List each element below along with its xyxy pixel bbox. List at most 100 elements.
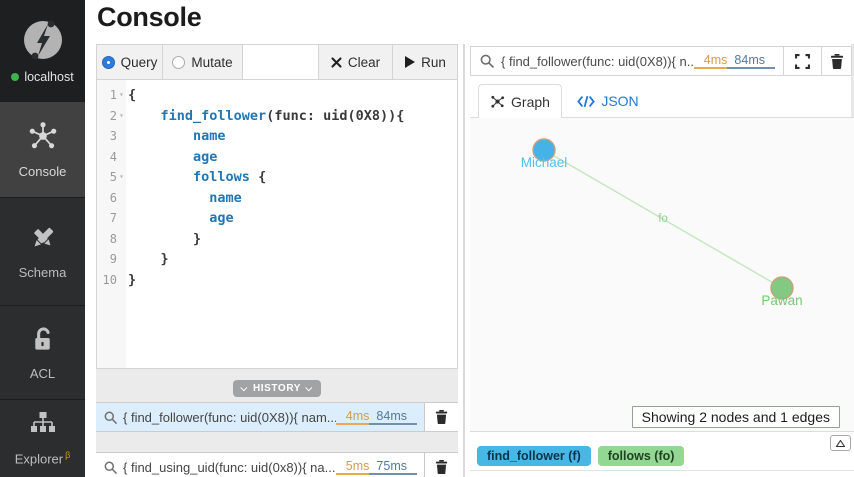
sidebar-logo-block[interactable]: localhost	[0, 0, 85, 102]
query-editor[interactable]: 1▾{2▾ find_follower(func: uid(0X8)){3 na…	[96, 80, 458, 369]
run-button[interactable]: Run	[393, 45, 457, 79]
mutate-mode-radio[interactable]: Mutate	[163, 45, 243, 79]
search-icon	[104, 411, 117, 424]
sidebar-item-label: Console	[18, 163, 67, 179]
server-latency: 5ms	[335, 459, 370, 475]
graph-node-pawan[interactable]	[770, 276, 794, 300]
line-number: 10	[102, 272, 117, 287]
sidebar-item-schema[interactable]: Schema	[0, 198, 85, 306]
line-number: 1	[109, 88, 117, 102]
editor-line: 7 age	[97, 208, 457, 229]
history-query-text: { find_using_uid(func: uid(0x8)){ na...	[123, 459, 336, 475]
code-text: age	[209, 210, 234, 226]
legend-badge[interactable]: find_follower (f)	[477, 446, 591, 466]
code-text: find_follower(func: uid(0X8)){	[160, 107, 405, 124]
toolbar-separator	[821, 47, 822, 75]
history-item[interactable]: { find_follower(func: uid(0X8)){ nam...4…	[96, 402, 458, 432]
trash-icon	[830, 53, 843, 69]
clear-x-icon	[331, 56, 342, 68]
total-latency: 84ms	[369, 409, 417, 425]
result-footer: find_follower (f) follows (fo)	[470, 431, 854, 477]
tab-json[interactable]: JSON	[566, 84, 650, 118]
edge-label: fo	[658, 213, 668, 225]
history-item[interactable]: { find_using_uid(func: uid(0x8)){ na...5…	[96, 452, 458, 477]
code-text: name	[209, 189, 242, 206]
run-label: Run	[421, 54, 446, 70]
editor-line: 10}	[97, 270, 457, 291]
connection-host-label: localhost	[24, 70, 74, 84]
fold-arrow-icon[interactable]: ▾	[119, 110, 124, 120]
sidebar-item-label: ACL	[29, 365, 56, 381]
sidebar-item-console[interactable]: Console	[0, 102, 85, 198]
graph-edge	[543, 149, 783, 289]
code-text: name	[193, 128, 226, 144]
clear-result-button[interactable]	[822, 47, 851, 75]
graph-status: Showing 2 nodes and 1 edges	[631, 406, 840, 428]
radio-unselected-icon	[172, 55, 186, 69]
editor-line: 2▾ find_follower(func: uid(0X8)){	[97, 106, 457, 127]
code-text: }	[128, 251, 169, 267]
footer-divider	[470, 470, 854, 471]
clear-button[interactable]: Clear	[319, 45, 393, 79]
toolbar-separator	[783, 47, 784, 75]
node-label: Michael	[521, 155, 568, 170]
panel-divider[interactable]	[463, 44, 465, 477]
server-latency: 4ms	[335, 409, 370, 425]
acl-lock-icon	[29, 325, 56, 358]
schema-pencils-icon	[29, 224, 57, 257]
line-number: 8	[109, 231, 117, 246]
code-json-icon	[577, 95, 596, 107]
query-toolbar: Query Mutate Clear Run	[96, 44, 458, 80]
chevron-down-icon	[305, 384, 313, 392]
search-icon	[480, 54, 494, 68]
server-latency: 4ms	[693, 53, 728, 69]
code-text: age	[193, 148, 218, 165]
line-number: 2	[109, 108, 117, 123]
sidebar-item-acl[interactable]: ACL	[0, 306, 85, 400]
run-play-icon	[405, 56, 416, 68]
code-text: }	[128, 271, 137, 288]
query-mode-radio[interactable]: Query	[97, 45, 163, 79]
line-number: 3	[109, 129, 117, 143]
latency-indicator: 4ms 84ms	[693, 53, 775, 69]
sidebar-item-label: Schema	[18, 264, 67, 280]
delete-history-button[interactable]	[424, 403, 458, 431]
result-query-bar[interactable]: { find_follower(func: uid(0X8)){ n... 4m…	[470, 46, 852, 76]
tab-graph[interactable]: Graph	[478, 84, 562, 118]
search-icon	[104, 461, 117, 474]
connection-status-dot	[11, 73, 20, 81]
history-label: HISTORY	[252, 383, 302, 394]
toolbar-spacer	[243, 45, 319, 79]
line-number: 4	[109, 149, 117, 164]
line-number: 9	[109, 252, 117, 266]
code-text: {	[128, 87, 137, 103]
history-toggle[interactable]: HISTORY	[232, 380, 322, 397]
fullscreen-icon	[795, 53, 810, 69]
code-text: follows {	[193, 169, 267, 185]
fold-arrow-icon[interactable]: ▾	[119, 90, 124, 99]
trash-icon	[435, 460, 448, 474]
graph-node-michael[interactable]	[532, 138, 556, 162]
collapse-panel-button[interactable]	[830, 435, 851, 451]
line-number: 6	[109, 190, 117, 205]
editor-line: 4 age	[97, 147, 457, 168]
console-graph-icon	[28, 121, 58, 156]
legend-badge[interactable]: follows (fo)	[597, 446, 685, 466]
graph-network-icon	[491, 95, 505, 108]
fullscreen-button[interactable]	[784, 47, 821, 75]
editor-lines: 1▾{2▾ find_follower(func: uid(0X8)){3 na…	[97, 80, 457, 290]
delete-history-button[interactable]	[424, 453, 458, 477]
total-latency: 84ms	[727, 53, 775, 69]
result-query-text: { find_follower(func: uid(0X8)){ n...	[501, 53, 694, 69]
fold-arrow-icon[interactable]: ▾	[119, 172, 124, 181]
query-mode-label: Query	[120, 54, 158, 70]
editor-gutter	[97, 80, 126, 368]
